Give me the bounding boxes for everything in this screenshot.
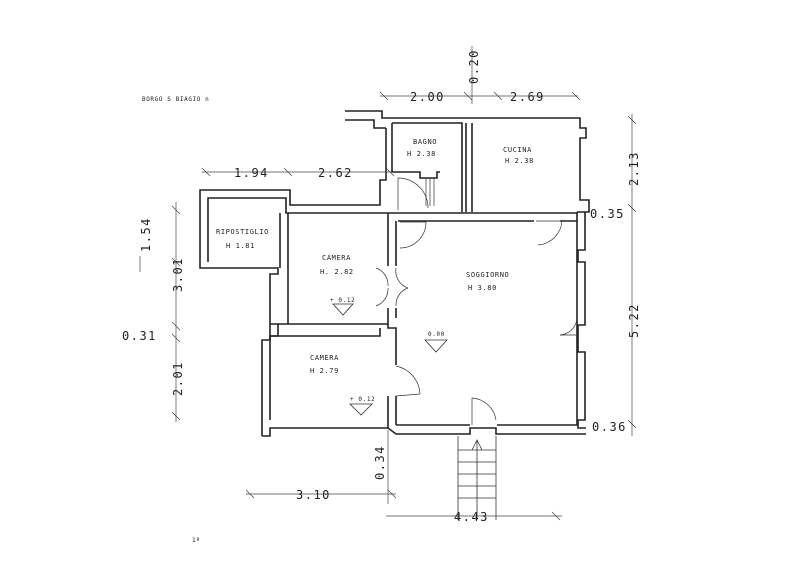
room-height-soggiorno: H 3.80: [468, 284, 497, 292]
room-height-ripostiglio: H 1.81: [226, 242, 255, 250]
address-label: BORGO S BIAGIO n: [142, 96, 209, 103]
dim-right-upper: 2.13: [627, 151, 641, 186]
dim-left-201: 2.01: [171, 361, 185, 396]
dim-left-301: 3.01: [171, 257, 185, 292]
page-mark: 1ª: [192, 537, 200, 544]
room-height-bagno: H 2.38: [407, 150, 436, 158]
dim-bottom-310: 3.10: [296, 488, 331, 502]
level-triangle-icon: [332, 303, 354, 316]
dim-mid-right: 2.62: [318, 166, 353, 180]
room-height-camera-1: H. 2.82: [320, 268, 354, 276]
dim-left-031: 0.31: [122, 329, 157, 343]
dim-bottom-443: 4.43: [454, 510, 489, 524]
room-name-camera-2: CAMERA: [310, 354, 339, 362]
exterior-walls: [199, 110, 590, 437]
door-soggiorno-top-left: [399, 221, 427, 249]
door-camera1-right: [375, 287, 389, 307]
level-markers: + 0.12 0.00 + 0.12: [330, 297, 448, 416]
door-camera1-left: [375, 267, 389, 287]
level-camera-2: + 0.12: [350, 396, 375, 403]
dim-top-right: 2.69: [510, 90, 545, 104]
dim-bottom-034: 0.34: [373, 445, 387, 480]
dim-top-vertical: 0.20: [467, 49, 481, 84]
door-soggiorno-right-niche: [559, 317, 578, 336]
door-bagno-shower: [425, 178, 435, 206]
room-labels: BAGNO H 2.38 CUCINA H 2.38 RIPOSTIGLIO H…: [216, 138, 534, 375]
level-triangle-icon: [349, 403, 373, 416]
dimension-texts: 2.00 2.69 0.20 1.94 2.62 2.13 0.35 5.22 …: [122, 49, 641, 524]
door-bagno: [397, 177, 429, 210]
room-name-camera-1: CAMERA: [322, 254, 351, 262]
door-entrance: [471, 397, 497, 425]
dim-mid-left: 1.94: [234, 166, 269, 180]
room-name-soggiorno: SOGGIORNO: [466, 271, 509, 279]
dim-top-left: 2.00: [410, 90, 445, 104]
dim-right-035: 0.35: [590, 207, 625, 221]
level-triangle-icon: [424, 339, 448, 353]
door-camera2: [395, 365, 421, 397]
entrance-stairs: [457, 436, 497, 520]
level-camera-1: + 0.12: [330, 297, 355, 304]
interior-walls: [270, 122, 577, 428]
dimension-lines: [139, 46, 637, 521]
dim-left-154: 1.54: [139, 217, 153, 252]
room-height-camera-2: H 2.79: [310, 367, 339, 375]
room-name-bagno: BAGNO: [413, 138, 437, 146]
level-soggiorno: 0.00: [428, 331, 445, 338]
door-cucina: [536, 220, 563, 246]
room-name-ripostiglio: RIPOSTIGLIO: [216, 228, 269, 236]
room-name-cucina: CUCINA: [503, 146, 532, 154]
door-soggiorno-left: [395, 267, 409, 307]
dim-right-main: 5.22: [627, 303, 641, 338]
doors: [375, 177, 578, 425]
dim-right-036: 0.36: [592, 420, 627, 434]
arrow-up-icon: [471, 439, 483, 451]
room-height-cucina: H 2.38: [505, 157, 534, 165]
